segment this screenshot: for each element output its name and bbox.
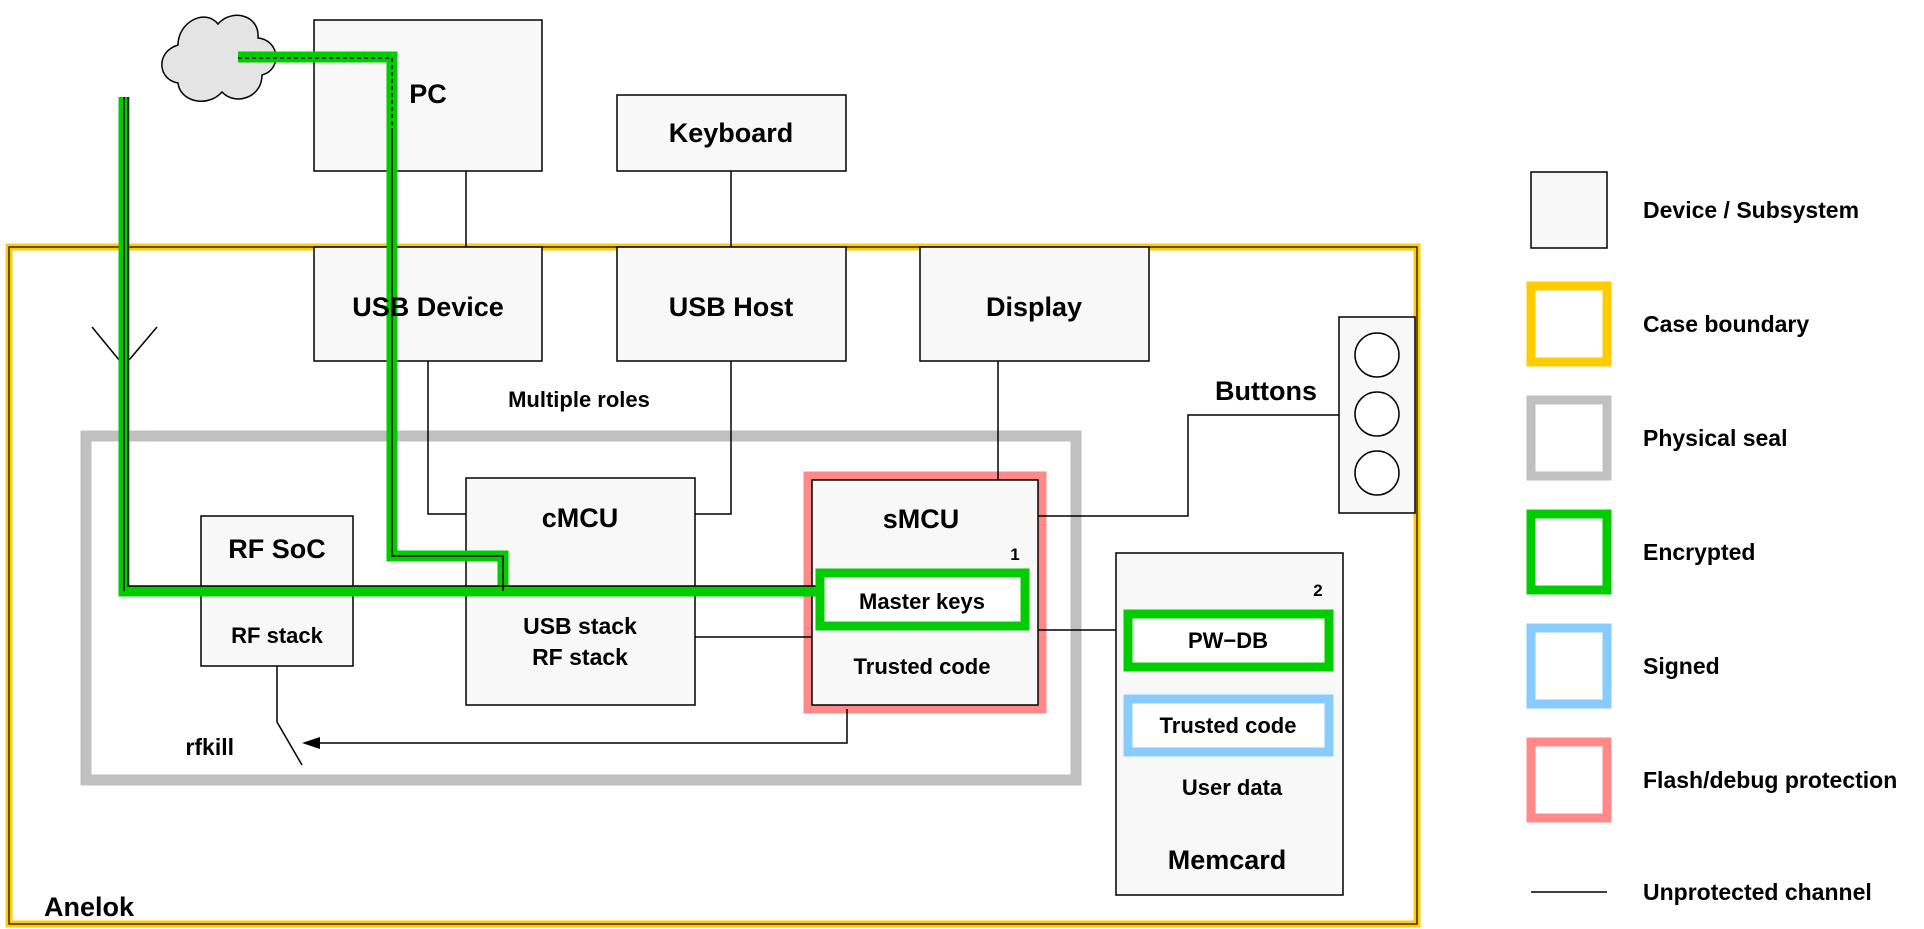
legend-flash-label: Flash/debug protection xyxy=(1643,767,1897,793)
encrypted-channels xyxy=(118,51,820,597)
legend-seal-label: Physical seal xyxy=(1643,425,1788,451)
legend-device-swatch xyxy=(1530,171,1608,249)
cmcu-label: cMCU xyxy=(542,503,619,533)
memcard-trusted-code-label: Trusted code xyxy=(1160,713,1297,738)
keyboard-box xyxy=(616,94,847,172)
legend-flash-swatch xyxy=(1526,737,1612,823)
master-keys-encrypted-box xyxy=(815,568,1030,631)
legend-signed-swatch xyxy=(1526,623,1612,709)
legend-encrypted-swatch xyxy=(1526,509,1612,595)
display-box xyxy=(919,246,1150,362)
button-1[interactable] xyxy=(1354,332,1400,378)
pw-db-encrypted-box xyxy=(1123,609,1334,672)
smcu-label: sMCU xyxy=(883,504,960,534)
rf-soc-label: RF SoC xyxy=(228,534,326,564)
rfkill-arrowhead xyxy=(302,737,320,749)
memcard-trusted-code-signed-box xyxy=(1123,694,1334,757)
legend-signed-label: Signed xyxy=(1643,653,1720,679)
multiple-roles-label: Multiple roles xyxy=(508,387,650,412)
keyboard-label: Keyboard xyxy=(669,118,794,148)
display-label: Display xyxy=(986,292,1082,322)
button-3[interactable] xyxy=(1354,450,1400,496)
smcu-trusted-code-label: Trusted code xyxy=(854,654,991,679)
legend-encrypted-label: Encrypted xyxy=(1643,539,1755,565)
user-data-label: User data xyxy=(1182,775,1283,800)
rf-stack-label: RF stack xyxy=(231,623,323,648)
unprotected-wires xyxy=(91,171,1339,766)
pw-db-label: PW−DB xyxy=(1188,628,1268,653)
usb-device-box xyxy=(313,246,543,362)
usb-host-label: USB Host xyxy=(669,292,794,322)
memcard-label: Memcard xyxy=(1168,845,1287,875)
cloud-icon xyxy=(161,14,277,102)
smcu-footnote: 1 xyxy=(1010,545,1019,564)
pc-label: PC xyxy=(409,79,447,109)
button-2[interactable] xyxy=(1354,391,1400,437)
legend-seal-swatch xyxy=(1526,395,1612,481)
cmcu-usb-stack-label: USB stack xyxy=(523,613,637,639)
legend-device-label: Device / Subsystem xyxy=(1643,197,1859,223)
usb-device-label: USB Device xyxy=(352,292,504,322)
pc-box xyxy=(313,19,543,172)
rfkill-label: rfkill xyxy=(185,734,234,760)
memcard-footnote: 2 xyxy=(1313,581,1322,600)
usb-host-box xyxy=(616,246,847,362)
legend-case-swatch xyxy=(1526,281,1612,367)
legend-case-label: Case boundary xyxy=(1643,311,1809,337)
legend: Device / Subsystem Case boundary Physica… xyxy=(1526,171,1897,905)
anelok-label: Anelok xyxy=(44,892,135,922)
cmcu-rf-stack-label: RF stack xyxy=(532,644,628,670)
legend-unprotected-label: Unprotected channel xyxy=(1643,879,1872,905)
buttons-label: Buttons xyxy=(1215,376,1317,406)
master-keys-label: Master keys xyxy=(859,589,985,614)
physical-seal xyxy=(80,430,1082,786)
